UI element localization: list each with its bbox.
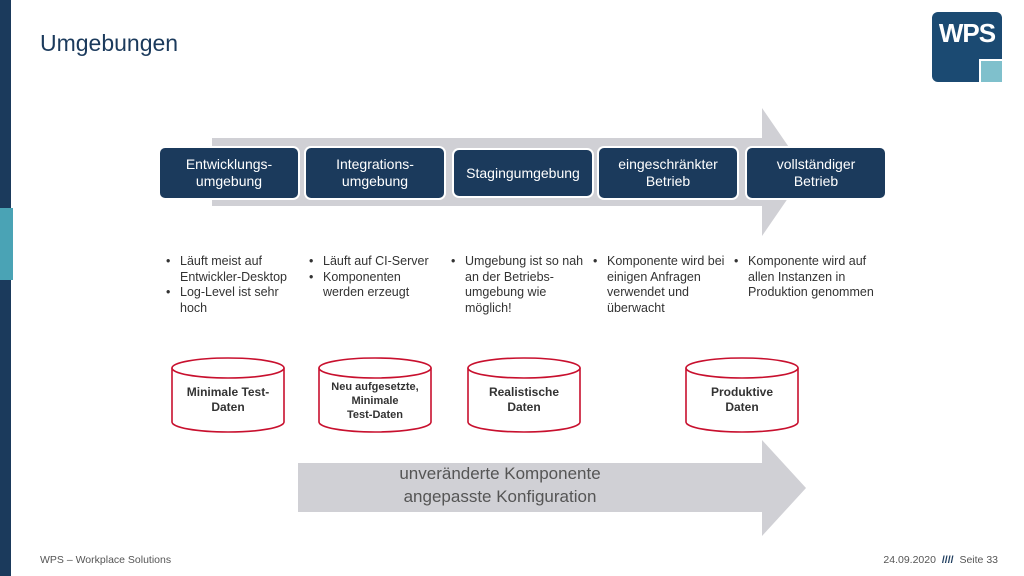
- bottom-process-arrow: [298, 440, 806, 536]
- database-label-minimal: Minimale Test-Daten: [186, 385, 270, 414]
- list-item: Läuft meist auf Entwickler-Desktop: [166, 254, 301, 285]
- database-cylinder: [685, 357, 799, 433]
- list-item: Läuft auf CI-Server: [309, 254, 439, 270]
- left-edge-bar: [0, 0, 11, 576]
- bullet-list-integration: Läuft auf CI-Server Komponenten werden e…: [309, 254, 439, 301]
- bullet-list-limited-operation: Komponente wird bei einigen Anfragen ver…: [593, 254, 731, 316]
- footer-meta: 24.09.2020 //// Seite 33: [883, 554, 998, 566]
- footer-date: 24.09.2020: [883, 554, 936, 566]
- environment-box-staging: Stagingumgebung: [454, 150, 592, 196]
- list-item: Komponente wird auf allen Instanzen in P…: [734, 254, 874, 301]
- bullet-list-development: Läuft meist auf Entwickler-Desktop Log-L…: [166, 254, 301, 316]
- slide-title: Umgebungen: [40, 30, 179, 56]
- bullet-list-staging: Umgebung ist so nah an der Betriebs-umge…: [451, 254, 591, 316]
- list-item: Komponente wird bei einigen Anfragen ver…: [593, 254, 731, 316]
- footer-page-number: Seite 33: [959, 554, 998, 566]
- logo-text: WPS: [938, 18, 996, 48]
- environment-box-development: Entwicklungs-umgebung: [160, 148, 298, 198]
- footer-company: WPS – Workplace Solutions: [40, 554, 172, 566]
- list-item: Komponenten werden erzeugt: [309, 270, 439, 301]
- environment-box-integration: Integrations-umgebung: [306, 148, 444, 198]
- left-edge-accent: [0, 208, 13, 280]
- database-cylinder: [318, 357, 432, 433]
- bullet-list-full-operation: Komponente wird auf allen Instanzen in P…: [734, 254, 874, 301]
- footer-separator: ////: [941, 554, 954, 566]
- wps-logo: WPS: [932, 12, 1004, 84]
- logo-square-icon: [979, 59, 1004, 84]
- list-item: Log-Level ist sehr hoch: [166, 285, 301, 316]
- database-cylinder: [171, 357, 285, 433]
- database-cylinder: [467, 357, 581, 433]
- list-item: Umgebung ist so nah an der Betriebs-umge…: [451, 254, 591, 316]
